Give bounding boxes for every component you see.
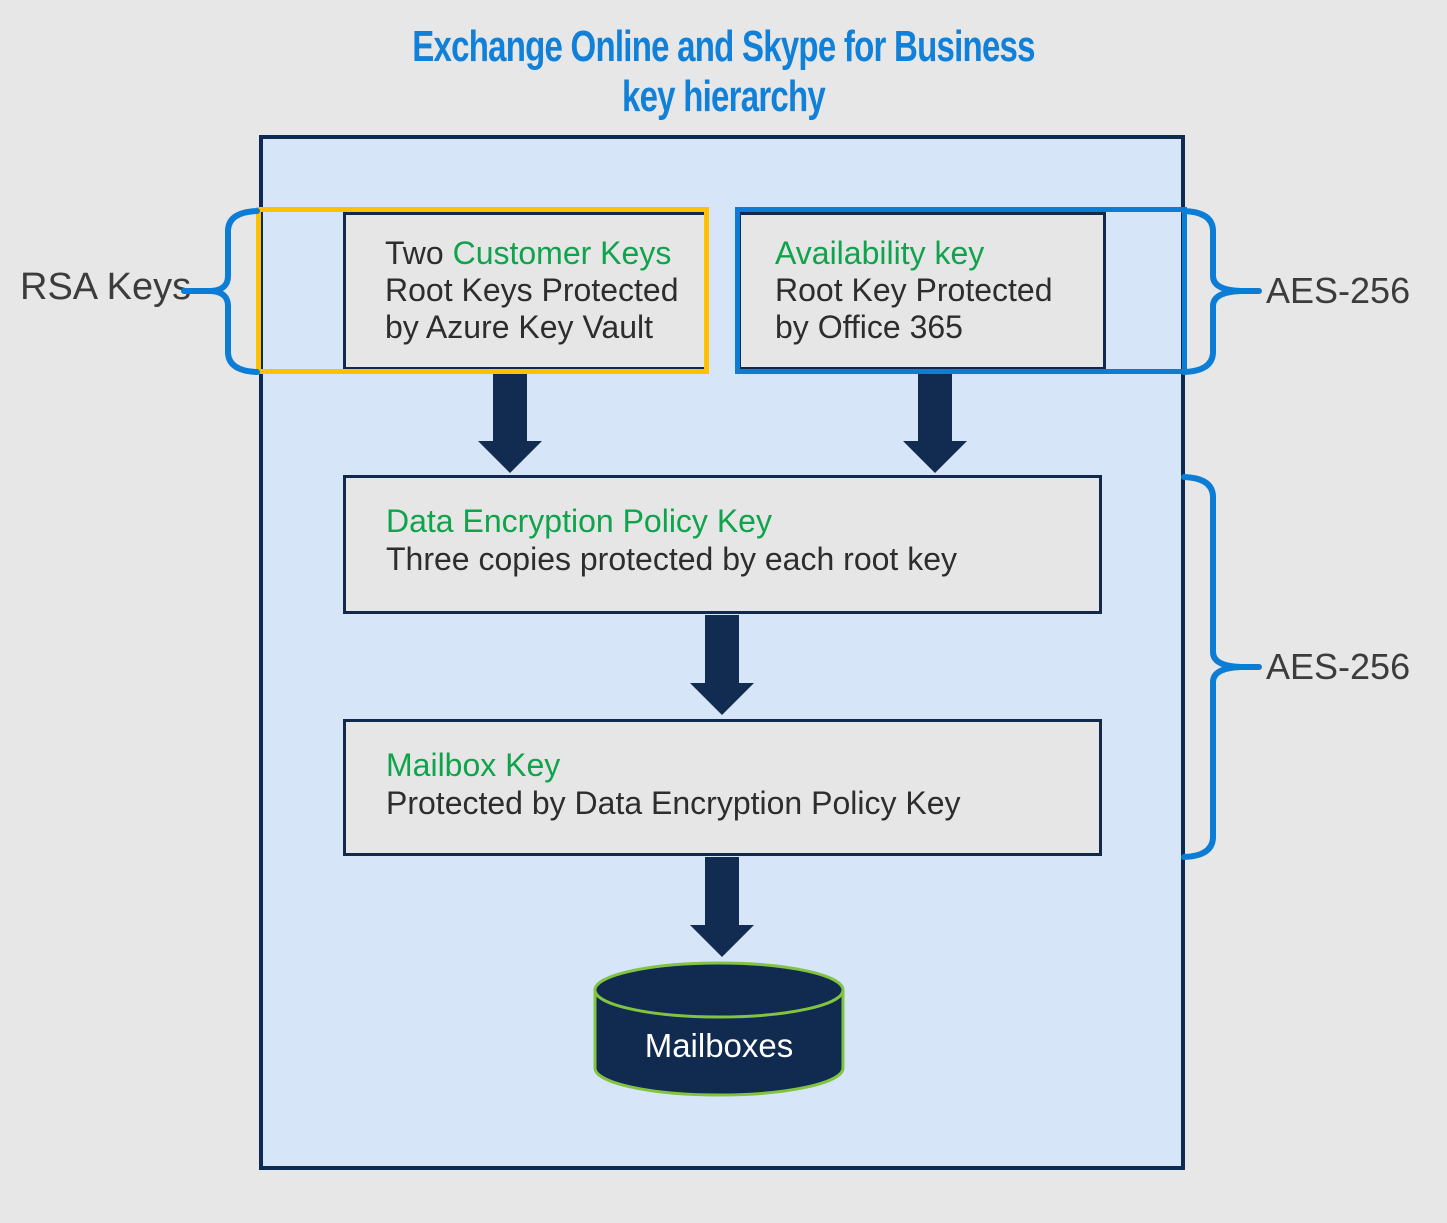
- customer-keys-name: Customer Keys: [452, 235, 672, 271]
- title-line-2: key hierarchy: [621, 72, 826, 121]
- aes-256-top-right-brace-icon: [1181, 208, 1262, 375]
- availability-key-desc-1: Root Key Protected: [775, 272, 1053, 308]
- aes-256-top-label: AES-256: [1266, 270, 1411, 311]
- customer-keys-prefix: Two: [385, 235, 453, 271]
- customer-keys-desc-2: by Azure Key Vault: [385, 309, 653, 345]
- data-encryption-policy-key-box: Data Encryption Policy Key Three copies …: [343, 475, 1102, 614]
- availability-key-blue-outline: [735, 207, 1187, 374]
- availability-key-name: Availability key: [775, 235, 985, 271]
- mailbox-key-box: Mailbox Key Protected by Data Encryption…: [343, 719, 1102, 856]
- mailbox-key-desc-1: Protected by Data Encryption Policy Key: [386, 785, 961, 821]
- aes-256-bottom-right-brace-icon: [1181, 474, 1262, 860]
- rsa-keys-label: RSA Keys: [20, 266, 192, 308]
- diagram-title: Exchange Online and Skype for Business k…: [0, 22, 1447, 122]
- customer-keys-desc-1: Root Keys Protected: [385, 272, 679, 308]
- dep-key-name: Data Encryption Policy Key: [386, 503, 772, 539]
- rsa-keys-orange-outline: [256, 207, 709, 374]
- aes-256-bottom-label: AES-256: [1266, 646, 1411, 687]
- dep-key-desc-1: Three copies protected by each root key: [386, 541, 957, 577]
- rsa-keys-left-brace-icon: [181, 208, 260, 375]
- customer-keys-box: Two Customer Keys Root Keys Protected by…: [343, 212, 707, 370]
- title-line-1: Exchange Online and Skype for Business: [412, 22, 1035, 71]
- mailbox-key-name: Mailbox Key: [386, 747, 561, 783]
- customer-keys-title-line: Two Customer Keys: [385, 235, 704, 272]
- availability-key-box: Availability key Root Key Protected by O…: [738, 212, 1106, 370]
- availability-key-desc-2: by Office 365: [775, 309, 963, 345]
